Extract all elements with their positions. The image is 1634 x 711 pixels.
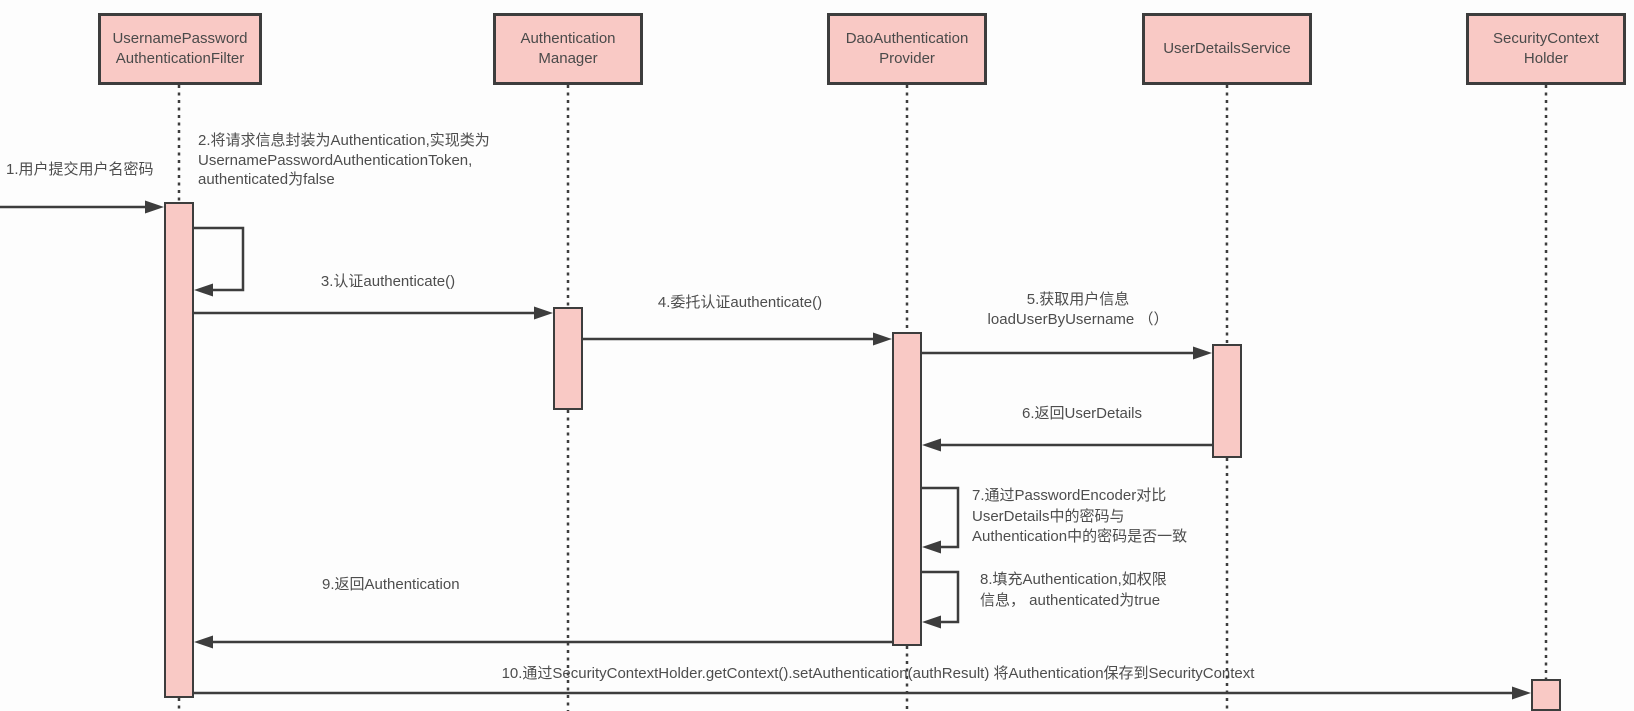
- message-9-label: 9.返回Authentication: [322, 576, 460, 593]
- message-4-arrow: [583, 332, 892, 346]
- message-8-label: 8.填充Authentication,如权限 信息， authenticated…: [980, 571, 1167, 609]
- message-9-arrow: [194, 635, 892, 649]
- activation-dao-authentication-provider: [892, 332, 922, 646]
- message-6-arrow: [922, 438, 1212, 452]
- message-4-label: 4.委托认证authenticate(): [657, 294, 823, 311]
- message-3-arrow: [194, 306, 553, 320]
- actor-dao-authentication-provider: DaoAuthentication Provider: [827, 13, 987, 85]
- message-5-arrow: [922, 346, 1212, 360]
- message-2-label: 2.将请求信息封装为Authentication,实现类为 UsernamePa…: [198, 132, 490, 188]
- activation-authentication-manager: [553, 307, 583, 410]
- activation-username-password-authentication-filter: [164, 202, 194, 698]
- message-8-self-arrow: [922, 570, 960, 629]
- activation-user-details-service: [1212, 344, 1242, 458]
- actor-authentication-manager: Authentication Manager: [493, 13, 643, 85]
- message-10-label: 10.通过SecurityContextHolder.getContext().…: [501, 665, 1255, 682]
- message-1-arrow: [0, 200, 164, 214]
- activation-security-context-holder: [1531, 679, 1561, 711]
- message-2-self-arrow: [194, 226, 245, 297]
- message-6-label: 6.返回UserDetails: [1021, 405, 1143, 422]
- actor-user-details-service: UserDetailsService: [1142, 13, 1312, 85]
- message-1-label: 1.用户提交用户名密码: [6, 161, 154, 178]
- message-5-label: 5.获取用户信息 loadUserByUsername （）: [987, 291, 1169, 328]
- message-3-label: 3.认证authenticate(): [320, 273, 456, 290]
- message-10-arrow: [194, 686, 1531, 700]
- actor-username-password-authentication-filter: UsernamePassword AuthenticationFilter: [98, 13, 262, 85]
- actor-security-context-holder: SecurityContext Holder: [1466, 13, 1626, 85]
- message-7-label: 7.通过PasswordEncoder对比 UserDetails中的密码与 A…: [972, 487, 1188, 545]
- message-7-self-arrow: [922, 486, 960, 554]
